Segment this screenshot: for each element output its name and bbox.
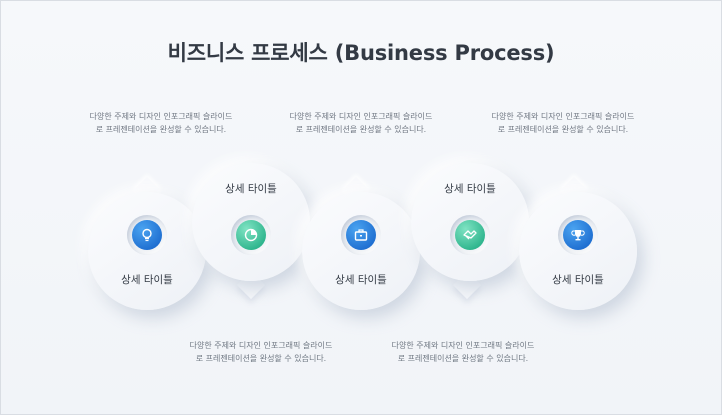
step-5-description-line2: 로 프레젠테이션을 완성할 수 있습니다.	[497, 125, 629, 134]
step-1-description-line1: 다양한 주제와 디자인 인포그래픽 슬라이드	[89, 112, 233, 121]
pie-chart-icon	[236, 220, 266, 250]
step-1-bubble: 상세 타이틀	[88, 192, 206, 310]
step-4-label: 상세 타이틀	[444, 183, 496, 195]
step-3-description: 다양한 주제와 디자인 인포그래픽 슬라이드 로 프레젠테이션을 완성할 수 있…	[271, 110, 451, 136]
step-5-description-line1: 다양한 주제와 디자인 인포그래픽 슬라이드	[491, 112, 635, 121]
step-2-bubble: 상세 타이틀	[192, 163, 310, 281]
slide-title: 비즈니스 프로세스 (Business Process)	[167, 41, 555, 65]
step-4-bubble: 상세 타이틀	[411, 163, 529, 281]
step-3-description-line1: 다양한 주제와 디자인 인포그래픽 슬라이드	[289, 112, 433, 121]
step-3-bubble: 상세 타이틀	[302, 192, 420, 310]
step-3-label: 상세 타이틀	[335, 274, 387, 286]
step-4-description: 다양한 주제와 디자인 인포그래픽 슬라이드 로 프레젠테이션을 완성할 수 있…	[373, 339, 553, 365]
step-2-description-line2: 로 프레젠테이션을 완성할 수 있습니다.	[195, 354, 327, 363]
step-5-icon-well	[558, 215, 598, 255]
step-4-description-line1: 다양한 주제와 디자인 인포그래픽 슬라이드	[391, 341, 535, 350]
step-1-description: 다양한 주제와 디자인 인포그래픽 슬라이드 로 프레젠테이션을 완성할 수 있…	[71, 110, 251, 136]
lightbulb-icon	[132, 220, 162, 250]
step-4-description-line2: 로 프레젠테이션을 완성할 수 있습니다.	[397, 354, 529, 363]
step-1-label: 상세 타이틀	[121, 274, 173, 286]
briefcase-icon	[346, 220, 376, 250]
step-1-icon-well	[127, 215, 167, 255]
step-3-description-line2: 로 프레젠테이션을 완성할 수 있습니다.	[295, 125, 427, 134]
step-5-bubble: 상세 타이틀	[519, 192, 637, 310]
step-2-label: 상세 타이틀	[225, 183, 277, 195]
step-2-description: 다양한 주제와 디자인 인포그래픽 슬라이드 로 프레젠테이션을 완성할 수 있…	[171, 339, 351, 365]
step-1-description-line2: 로 프레젠테이션을 완성할 수 있습니다.	[95, 125, 227, 134]
step-3-icon-well	[341, 215, 381, 255]
handshake-icon	[455, 220, 485, 250]
step-2-description-line1: 다양한 주제와 디자인 인포그래픽 슬라이드	[189, 341, 333, 350]
step-5-description: 다양한 주제와 디자인 인포그래픽 슬라이드 로 프레젠테이션을 완성할 수 있…	[473, 110, 653, 136]
step-5-label: 상세 타이틀	[552, 274, 604, 286]
trophy-icon	[563, 220, 593, 250]
step-4-icon-well	[450, 215, 490, 255]
step-2-icon-well	[231, 215, 271, 255]
